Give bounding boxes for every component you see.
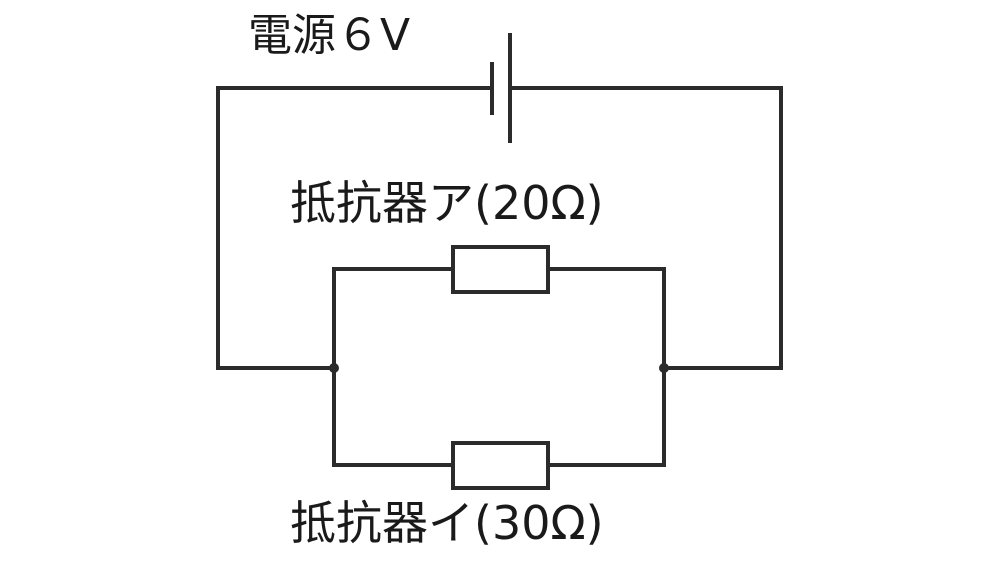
- resistor-a-label: 抵抗器ア(20Ω): [290, 176, 604, 230]
- junction-left: [329, 363, 339, 373]
- resistor-b-label: 抵抗器イ(30Ω): [290, 496, 604, 550]
- wire-top-left: [216, 86, 492, 370]
- junction-right: [659, 363, 669, 373]
- wire-branch-b: [332, 368, 666, 467]
- battery-label: 電源６V: [248, 10, 411, 61]
- wire-top-right: [510, 86, 783, 370]
- resistor-b: [451, 441, 550, 490]
- resistor-a: [451, 245, 550, 294]
- wire-branch-a: [332, 267, 666, 368]
